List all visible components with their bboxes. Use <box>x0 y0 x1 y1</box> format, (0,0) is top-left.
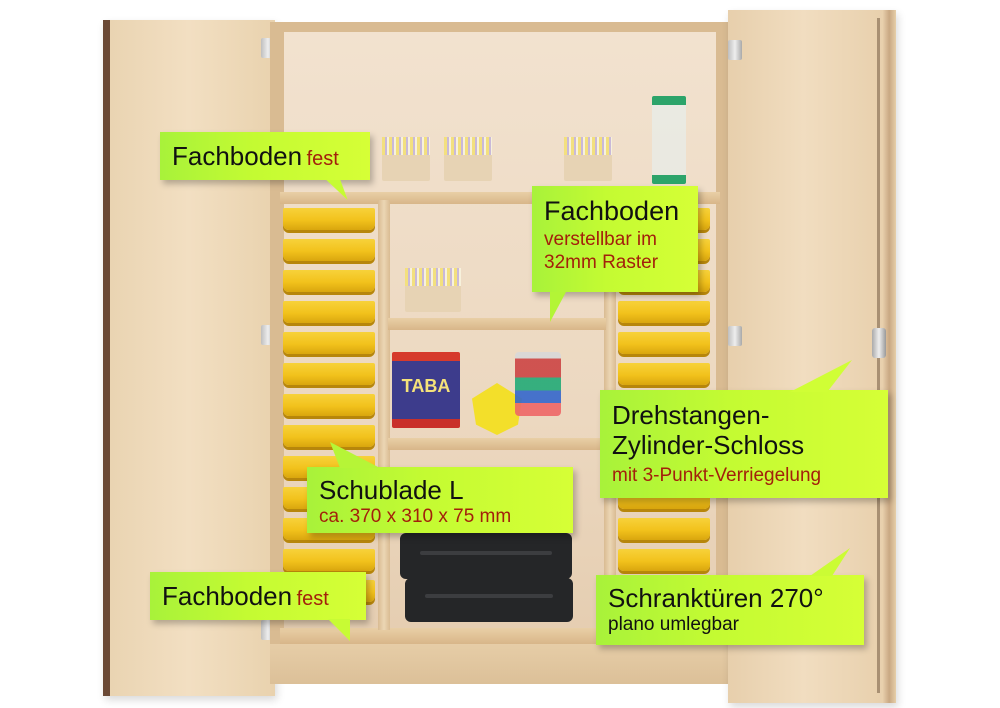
drawer[interactable] <box>283 363 375 385</box>
storage-case <box>400 533 572 579</box>
callout-title: Schranktüren 270° <box>608 583 824 613</box>
drawer[interactable] <box>283 394 375 416</box>
callout-cylinder-lock: Drehstangen- Zylinder-Schloss mit 3-Punk… <box>600 390 888 498</box>
callout-accent: fest <box>306 148 339 170</box>
callout-title: Fachboden <box>544 196 680 226</box>
pencil-box <box>444 137 492 181</box>
counting-jar <box>515 352 561 416</box>
drawer[interactable] <box>283 301 375 323</box>
game-box: TABA <box>392 352 460 428</box>
drawer[interactable] <box>283 239 375 261</box>
drawer[interactable] <box>283 332 375 354</box>
game-box-label: TABA <box>401 376 451 396</box>
drawer[interactable] <box>283 549 375 571</box>
drawer[interactable] <box>618 549 710 571</box>
hourglass-icon <box>652 96 686 184</box>
callout-title: Fachboden <box>172 141 303 171</box>
callout-line: 32mm Raster <box>544 252 659 273</box>
callout-accent: ca. 370 x 310 x 75 mm <box>319 506 512 527</box>
callout-top-fixed-shelf: Fachboden fest <box>160 132 370 180</box>
pencil-box <box>405 268 461 312</box>
callout-title: Schublade L <box>319 475 464 505</box>
callout-title: Fachboden <box>162 581 293 611</box>
callout-doors: Schranktüren 270° plano umlegbar <box>596 575 864 645</box>
drawer[interactable] <box>618 332 710 354</box>
cylinder-lock-icon[interactable] <box>872 328 886 358</box>
pencil-box <box>564 137 612 181</box>
callout-line: verstellbar im <box>544 229 657 250</box>
left-drawer-column <box>283 208 375 602</box>
callout-drawer: Schublade L ca. 370 x 310 x 75 mm <box>307 467 573 533</box>
adjustable-shelf-1 <box>388 318 606 330</box>
pencil-box <box>382 137 430 181</box>
adjustable-shelf-2 <box>388 438 606 450</box>
drawer[interactable] <box>618 518 710 540</box>
cabinet-plinth <box>270 644 730 684</box>
callout-adjustable-shelf: Fachboden verstellbar im 32mm Raster <box>532 186 698 292</box>
drawer[interactable] <box>618 301 710 323</box>
callout-subtitle: plano umlegbar <box>608 614 739 635</box>
callout-line: Zylinder-Schloss <box>612 430 805 460</box>
drawer[interactable] <box>283 208 375 230</box>
drawer[interactable] <box>283 425 375 447</box>
drawer[interactable] <box>283 270 375 292</box>
callout-accent: mit 3-Punkt-Verriegelung <box>612 465 822 486</box>
drawer[interactable] <box>618 363 710 385</box>
callout-pointer <box>550 292 566 322</box>
storage-case <box>405 578 573 622</box>
callout-line: Drehstangen- <box>612 400 770 430</box>
callout-bottom-fixed-shelf: Fachboden fest <box>150 572 366 620</box>
left-divider <box>378 200 390 630</box>
hinge-icon <box>728 326 742 346</box>
hinge-icon <box>728 40 742 60</box>
callout-accent: fest <box>296 588 329 610</box>
